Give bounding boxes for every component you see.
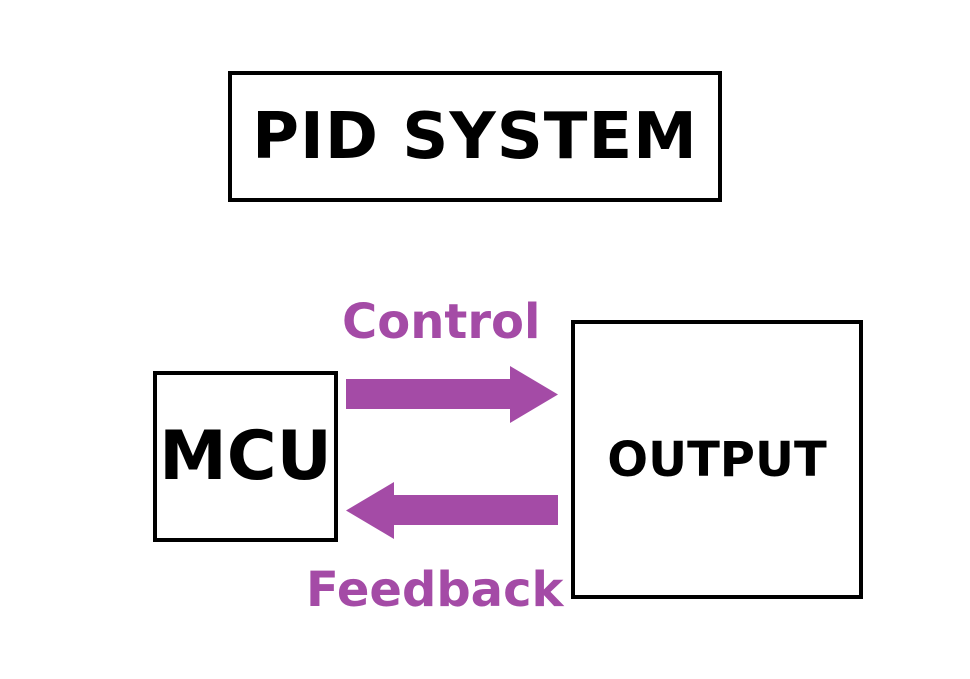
- output-label: OUTPUT: [607, 431, 827, 488]
- output-node: OUTPUT: [571, 320, 863, 599]
- control-label: Control: [342, 294, 541, 350]
- feedback-arrow: [346, 482, 558, 539]
- mcu-label: MCU: [159, 416, 332, 496]
- feedback-arrow-shape: [346, 482, 558, 539]
- control-arrow-shape: [346, 366, 558, 423]
- diagram-title: PID SYSTEM: [252, 99, 698, 174]
- title-box: PID SYSTEM: [228, 71, 722, 202]
- control-arrow: [346, 366, 558, 423]
- mcu-node: MCU: [153, 371, 338, 542]
- feedback-label: Feedback: [306, 562, 564, 618]
